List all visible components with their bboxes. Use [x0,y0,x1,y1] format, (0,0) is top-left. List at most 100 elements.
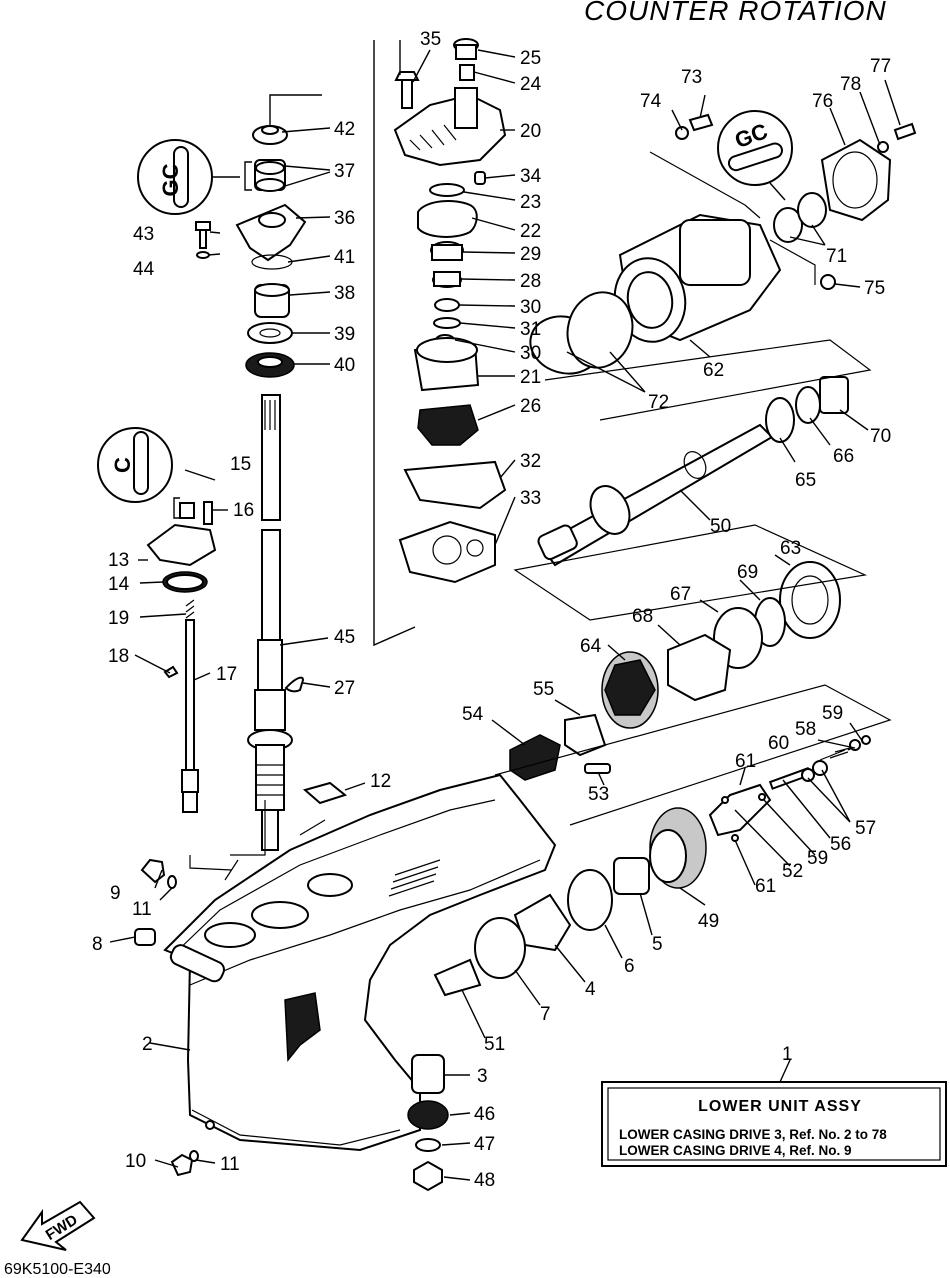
callout-56: 56 [830,834,851,855]
callout-61b: 61 [755,876,776,897]
callout-34: 34 [520,166,542,187]
svg-text:GC: GC [158,163,183,196]
diagram-title: COUNTER ROTATION [584,0,887,26]
callout-23: 23 [520,192,541,213]
callout-4: 4 [585,979,596,1000]
callout-71: 71 [826,246,847,267]
callout-42: 42 [334,119,355,140]
gc-badge-left: GC [137,139,240,215]
info-box-title: LOWER UNIT ASSY [698,1098,862,1115]
callout-36: 36 [334,208,355,229]
callout-32: 32 [520,451,541,472]
callout-8: 8 [92,934,103,955]
callout-7: 7 [540,1004,551,1025]
callout-5: 5 [652,934,663,955]
propeller-shaft [509,376,871,842]
left-fasteners [134,221,211,1177]
shift-rod [146,501,217,813]
callout-52: 52 [782,861,803,882]
bracket-15 [173,497,180,519]
callout-76: 76 [812,91,833,112]
water-pump-stack [393,38,507,584]
info-box-line1: LOWER CASING DRIVE 3, Ref. No. 2 to 78 [619,1127,887,1142]
callout-57: 57 [855,818,876,839]
callout-65: 65 [795,470,816,491]
callout-75: 75 [864,278,885,299]
callout-15: 15 [230,454,251,475]
lower-casing [163,773,557,1152]
callout-12: 12 [370,771,391,792]
callout-2: 2 [142,1034,153,1055]
callout-33: 33 [520,488,541,509]
callout-45: 45 [334,627,355,648]
callout-63: 63 [780,538,801,559]
callout-1: 1 [782,1044,793,1065]
bracket-line-pump [373,40,416,647]
c-badge: C [97,427,173,503]
callout-6: 6 [624,956,635,977]
callout-22: 22 [520,221,541,242]
callout-47: 47 [474,1134,495,1155]
callout-44: 44 [133,259,155,280]
callout-37: 37 [334,161,355,182]
leader-lines [109,49,901,1181]
group-frame-bearing [513,524,868,621]
callout-77: 77 [870,56,891,77]
callout-72: 72 [648,392,669,413]
info-box-line2: LOWER CASING DRIVE 4, Ref. No. 9 [619,1143,852,1158]
group-frame-gear [494,684,892,826]
callout-59a: 59 [822,703,843,724]
callout-49: 49 [698,911,719,932]
callout-39: 39 [334,324,355,345]
part-12 [302,781,348,805]
callout-53: 53 [588,784,609,805]
callout-41: 41 [334,247,355,268]
callout-43: 43 [133,224,154,245]
callout-38: 38 [334,283,355,304]
svg-text:C: C [110,457,135,473]
callout-67: 67 [670,584,691,605]
gc-badge-right: GC [717,110,793,201]
callout-60: 60 [768,733,789,754]
callout-20: 20 [520,121,541,142]
callout-25: 25 [520,48,541,69]
callout-48: 48 [474,1170,495,1191]
callout-66: 66 [833,446,854,467]
callout-11a: 11 [132,899,152,920]
callout-26: 26 [520,396,541,417]
propeller-shaft-housing [529,113,917,375]
group-frame-upper [649,151,816,285]
callout-13: 13 [108,550,129,571]
group-frame-casing [189,855,239,881]
forward-gear-set [407,807,707,1192]
group-frame-pin [230,800,326,856]
callout-51: 51 [484,1034,505,1055]
bracket-37 [244,161,252,191]
callout-11b: 11 [220,1154,240,1175]
lower-unit-info-box: 1 LOWER UNIT ASSY LOWER CASING DRIVE 3, … [601,1044,947,1167]
group-frame-shaft [544,339,872,421]
callout-31: 31 [520,319,541,340]
callout-70: 70 [870,426,891,447]
callout-14: 14 [108,574,130,595]
diagram-code: 69K5100-E340 [4,1261,111,1278]
callout-73: 73 [681,67,702,88]
drive-shaft-stack [235,94,322,851]
callout-9: 9 [110,883,121,904]
callout-30b: 30 [520,343,541,364]
callout-29: 29 [520,244,541,265]
callout-18: 18 [108,646,129,667]
callout-54: 54 [462,704,484,725]
callout-74: 74 [640,91,662,112]
callout-10: 10 [125,1151,146,1172]
part-27 [284,676,305,693]
callout-3: 3 [477,1066,488,1087]
callout-35: 35 [420,29,441,50]
callout-58: 58 [795,719,816,740]
callout-69: 69 [737,562,758,583]
callout-59b: 59 [807,848,828,869]
callout-27: 27 [334,678,355,699]
fwd-arrow-icon: FWD [20,1200,96,1251]
callout-68: 68 [632,606,653,627]
callout-24: 24 [520,74,542,95]
